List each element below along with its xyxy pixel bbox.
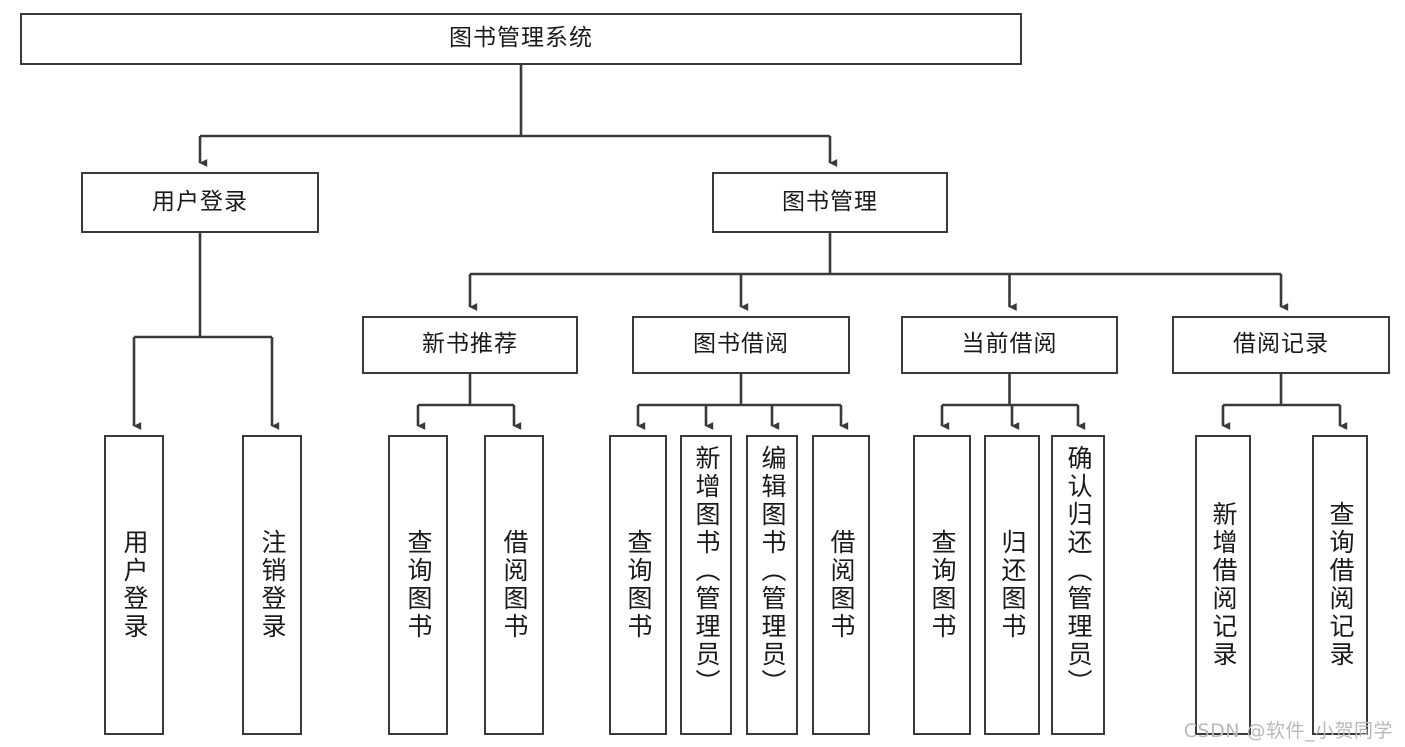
node-leaf-bw-add[interactable]: 新增图书（管理员） (680, 435, 732, 735)
node-label: 查询图书 (404, 529, 433, 641)
node-label: 图书借阅 (693, 331, 789, 358)
node-label: 当前借阅 (961, 331, 1058, 358)
node-leaf-bw-query[interactable]: 查询图书 (609, 435, 667, 735)
node-leaf-bw-edit[interactable]: 编辑图书（管理员） (746, 435, 798, 735)
node-leaf-rec-add[interactable]: 新增借阅记录 (1195, 435, 1251, 735)
node-label: 确认归还（管理员） (1064, 445, 1093, 697)
node-label: 新增图书（管理员） (692, 445, 721, 697)
node-leaf-new-borrow[interactable]: 借阅图书 (484, 435, 544, 735)
node-leaf-new-query[interactable]: 查询图书 (388, 435, 448, 735)
node-label: 用户登录 (152, 188, 248, 215)
node-leaf-bw-borrow[interactable]: 借阅图书 (812, 435, 870, 735)
node-label: 编辑图书（管理员） (758, 445, 787, 697)
node-l3-record[interactable]: 借阅记录 (1172, 316, 1390, 374)
node-label: 查询借阅记录 (1326, 501, 1355, 669)
watermark-text: CSDN @软件_小贺同学 (1183, 720, 1393, 742)
node-root[interactable]: 图书管理系统 (20, 13, 1022, 65)
node-leaf-rec-query[interactable]: 查询借阅记录 (1312, 435, 1368, 735)
node-l3-current[interactable]: 当前借阅 (901, 316, 1118, 374)
node-l2-book[interactable]: 图书管理 (712, 172, 948, 233)
node-leaf-cur-confirm[interactable]: 确认归还（管理员） (1051, 435, 1105, 735)
node-label: 注销登录 (258, 529, 287, 641)
node-label: 用户登录 (120, 529, 149, 641)
node-leaf-user-logout[interactable]: 注销登录 (242, 435, 302, 735)
node-leaf-cur-query[interactable]: 查询图书 (913, 435, 971, 735)
node-l3-borrow[interactable]: 图书借阅 (632, 316, 850, 374)
node-label: 图书管理 (782, 188, 878, 215)
node-label: 查询图书 (928, 529, 957, 641)
node-label: 图书管理系统 (449, 25, 593, 52)
node-label: 借阅图书 (500, 529, 529, 641)
node-label: 借阅图书 (827, 529, 856, 641)
node-l3-new[interactable]: 新书推荐 (362, 316, 578, 374)
node-leaf-cur-return[interactable]: 归还图书 (984, 435, 1040, 735)
node-label: 查询图书 (624, 529, 653, 641)
node-label: 新增借阅记录 (1209, 501, 1238, 669)
node-label: 新书推荐 (422, 331, 518, 358)
node-leaf-user-login[interactable]: 用户登录 (104, 435, 164, 735)
node-label: 归还图书 (998, 529, 1027, 641)
node-label: 借阅记录 (1233, 331, 1329, 358)
node-l2-user[interactable]: 用户登录 (81, 172, 319, 233)
